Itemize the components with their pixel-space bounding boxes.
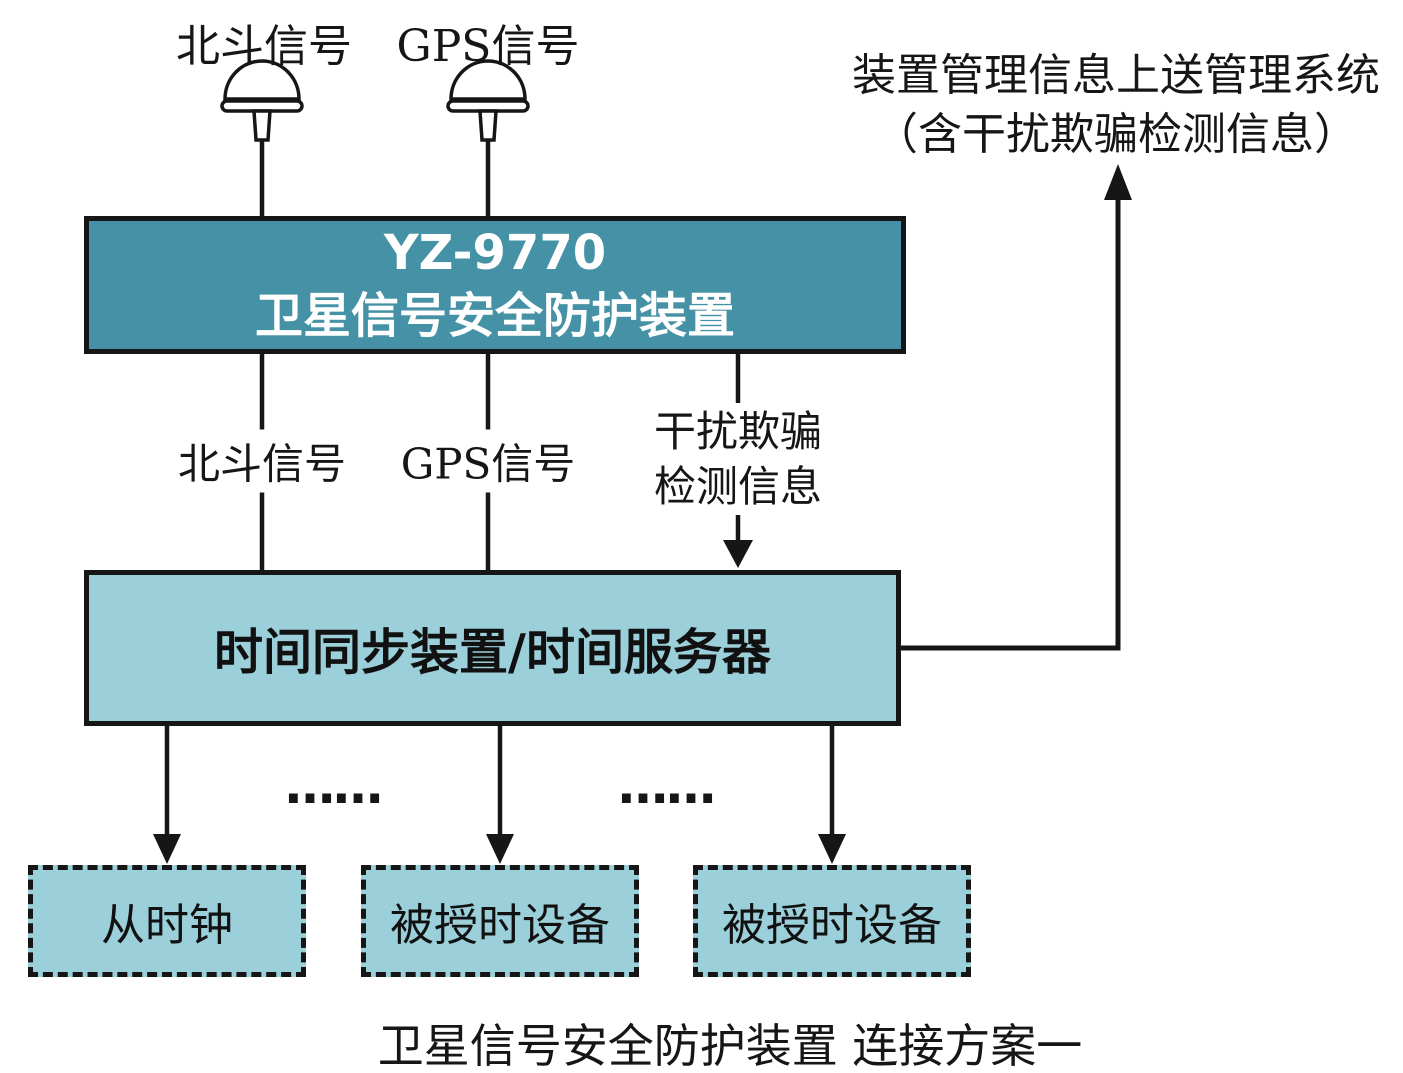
gps-signal-mid-label: GPS信号 bbox=[392, 429, 584, 493]
client-box-slave-clock: 从时钟 bbox=[28, 865, 306, 977]
management-note-line1: 装置管理信息上送管理系统 bbox=[852, 50, 1380, 101]
detect-info-label-line2: 检测信息 bbox=[653, 462, 823, 511]
protection-device-box: YZ-9770 卫星信号安全防护装置 bbox=[84, 216, 906, 354]
diagram-caption: 卫星信号安全防护装置 连接方案一 bbox=[377, 1019, 1083, 1073]
detect-info-arrowhead bbox=[723, 540, 753, 568]
ellipsis-left: …… bbox=[285, 757, 383, 815]
beidou-antenna-icon bbox=[220, 59, 304, 142]
client-box-timed-device-2: 被授时设备 bbox=[693, 865, 971, 977]
client-arrowhead-2 bbox=[486, 834, 514, 864]
detect-info-label: 干扰欺骗 检测信息 bbox=[647, 403, 829, 515]
gps-antenna-icon bbox=[446, 59, 530, 142]
client-arrowhead-1 bbox=[153, 834, 181, 864]
management-note-line2: （含干扰欺骗检测信息） bbox=[874, 109, 1358, 160]
client-box-label: 被授时设备 bbox=[390, 900, 610, 951]
protection-device-model: YZ-9770 bbox=[383, 225, 607, 281]
beidou-signal-top-label: 北斗信号 bbox=[176, 21, 352, 72]
management-uplink-line bbox=[897, 196, 1121, 651]
client-box-label: 从时钟 bbox=[101, 900, 233, 951]
protection-device-name: 卫星信号安全防护装置 bbox=[254, 288, 735, 344]
client-box-label: 被授时设备 bbox=[722, 900, 942, 951]
beidou-signal-mid-label: 北斗信号 bbox=[169, 429, 355, 493]
gps-signal-top-label: GPS信号 bbox=[396, 21, 580, 72]
time-server-box: 时间同步装置/时间服务器 bbox=[84, 570, 901, 726]
client-box-timed-device-1: 被授时设备 bbox=[361, 865, 639, 977]
management-uplink-arrowhead bbox=[1104, 164, 1132, 200]
detect-info-label-line1: 干扰欺骗 bbox=[653, 407, 823, 456]
management-note: 装置管理信息上送管理系统 （含干扰欺骗检测信息） bbox=[852, 46, 1380, 164]
time-server-label: 时间同步装置/时间服务器 bbox=[214, 623, 771, 681]
client-arrowhead-3 bbox=[818, 834, 846, 864]
ellipsis-right: …… bbox=[618, 757, 716, 815]
